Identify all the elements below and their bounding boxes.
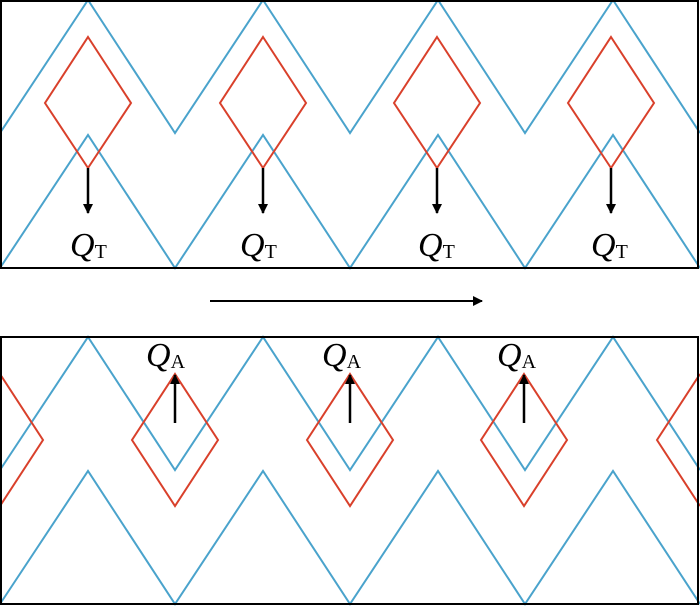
top-panel: QT QT QT QT — [0, 0, 700, 270]
top-blue-upper-zigzag — [0, 0, 700, 135]
q-t-label: QT — [70, 227, 107, 264]
bottom-red-diamond — [130, 372, 220, 508]
bottom-blue-lower-zigzag — [0, 469, 700, 606]
bottom-red-diamond — [305, 372, 395, 508]
top-panel-frame — [0, 0, 699, 269]
top-red-diamond — [392, 35, 482, 170]
q-t-label: QT — [591, 227, 628, 264]
q-a-label: QA — [497, 337, 537, 374]
top-red-diamond — [566, 35, 656, 170]
q-a-label: QA — [322, 337, 362, 374]
bottom-panel: QA QA QA — [0, 335, 700, 606]
bottom-panel-frame — [0, 336, 699, 605]
bottom-red-diamond-partial-left — [0, 373, 45, 507]
q-a-label: QA — [146, 337, 186, 374]
bottom-red-diamond-partial-right — [655, 373, 700, 507]
q-t-label: QT — [240, 227, 277, 264]
q-t-label: QT — [418, 227, 455, 264]
bottom-blue-upper-zigzag — [0, 335, 700, 472]
top-red-diamond — [43, 35, 133, 170]
bottom-red-diamond — [479, 372, 569, 508]
top-red-diamond — [218, 35, 308, 170]
